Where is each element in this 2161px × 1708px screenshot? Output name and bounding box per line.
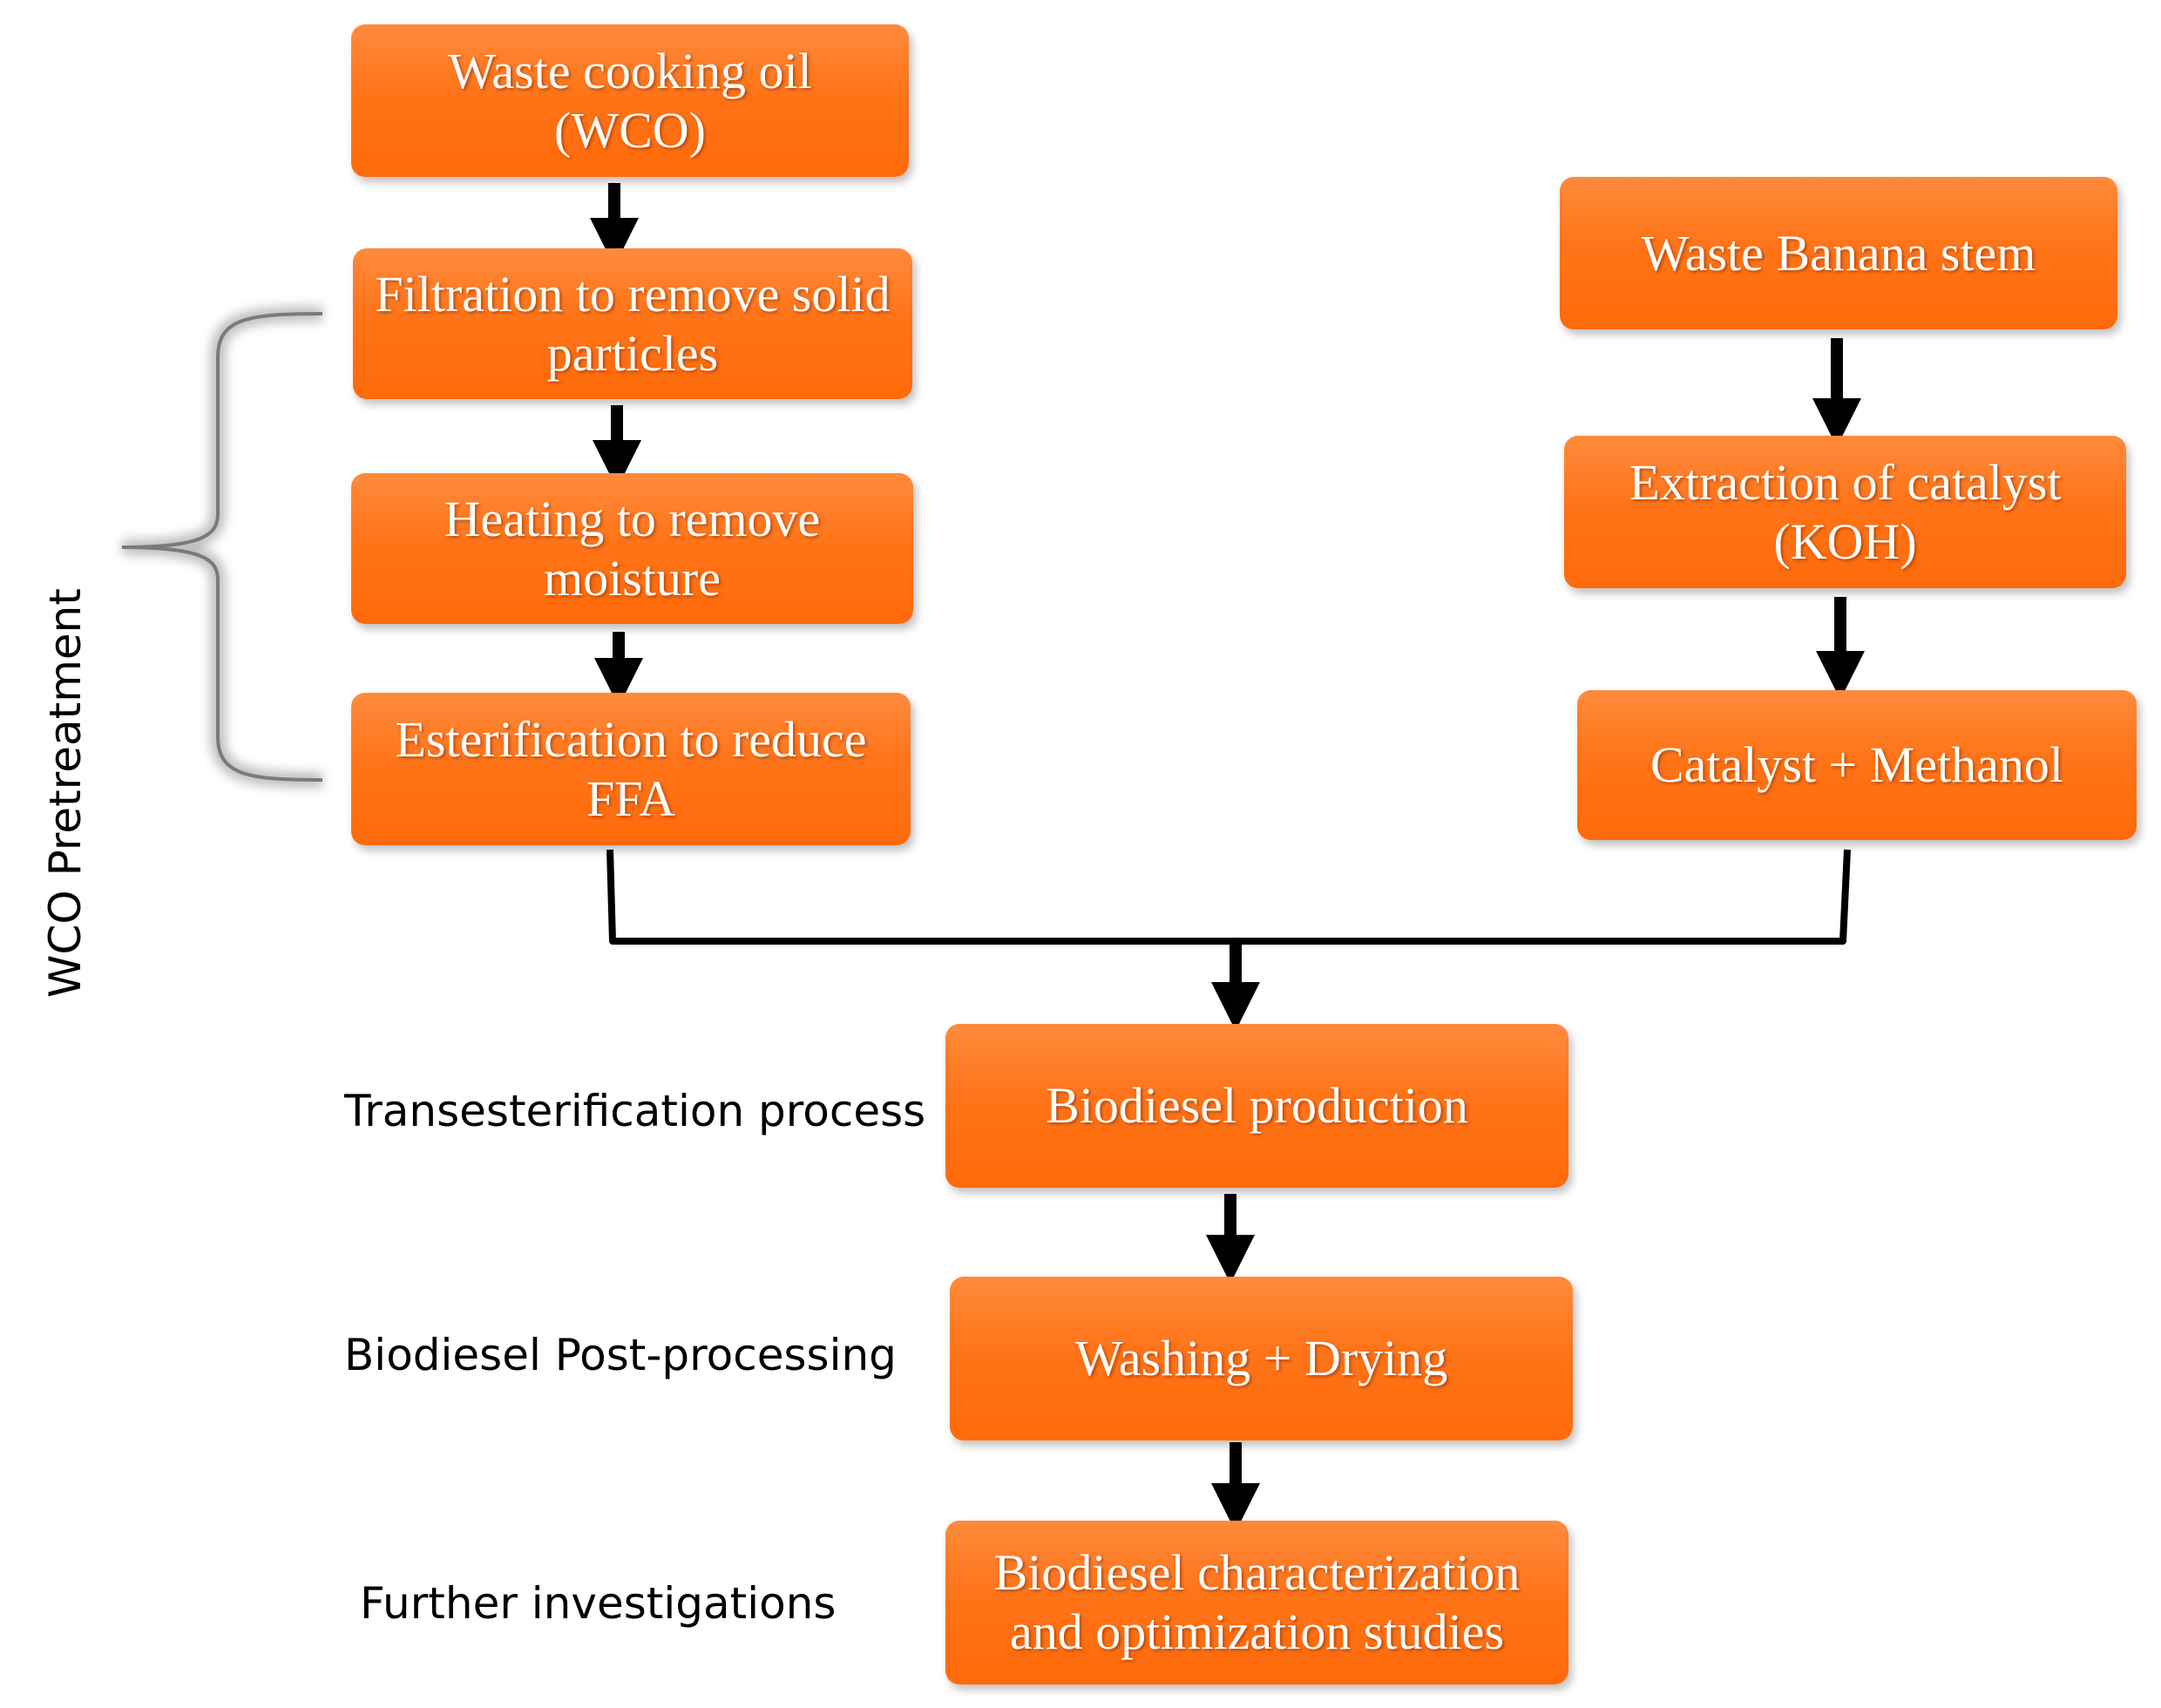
wco-pretreatment-label: WCO Pretreatment (40, 588, 91, 998)
merge-connector (606, 849, 1851, 945)
node-waste-cooking-oil-label: Waste cooking oil (WCO) (448, 42, 812, 159)
node-filtration: Filtration to remove solid particles (353, 248, 912, 399)
node-filtration-label: Filtration to remove solid particles (375, 265, 891, 382)
node-catalyst-methanol: Catalyst + Methanol (1577, 690, 2137, 840)
node-extraction-of-catalyst-label: Extraction of catalyst (KOH) (1629, 453, 2062, 570)
node-heating-label: Heating to remove moisture (444, 490, 821, 607)
node-waste-cooking-oil: Waste cooking oil (WCO) (351, 24, 909, 177)
post-processing-label: Biodiesel Post-processing (344, 1330, 897, 1380)
node-biodiesel-production-label: Biodiesel production (1046, 1077, 1468, 1134)
node-waste-banana-stem-label: Waste Banana stem (1641, 224, 2036, 281)
node-washing-drying: Washing + Drying (950, 1277, 1573, 1440)
node-heating: Heating to remove moisture (351, 473, 913, 624)
node-esterification-label: Esterification to reduce FFA (395, 710, 867, 827)
wco-pretreatment-label-wrap: WCO Pretreatment (26, 588, 105, 998)
node-waste-banana-stem: Waste Banana stem (1560, 177, 2117, 329)
node-biodiesel-characterization: Biodiesel characterization and optimizat… (945, 1521, 1568, 1684)
further-investigations-label: Further investigations (360, 1578, 837, 1629)
node-washing-drying-label: Washing + Drying (1074, 1330, 1448, 1386)
node-catalyst-methanol-label: Catalyst + Methanol (1650, 736, 2064, 793)
node-biodiesel-production: Biodiesel production (945, 1024, 1568, 1188)
pretreatment-brace (121, 306, 323, 788)
node-biodiesel-characterization-label: Biodiesel characterization and optimizat… (993, 1544, 1521, 1660)
node-extraction-of-catalyst: Extraction of catalyst (KOH) (1564, 436, 2126, 588)
transesterification-label: Transesterification process (344, 1086, 926, 1136)
node-esterification: Esterification to reduce FFA (351, 693, 911, 845)
